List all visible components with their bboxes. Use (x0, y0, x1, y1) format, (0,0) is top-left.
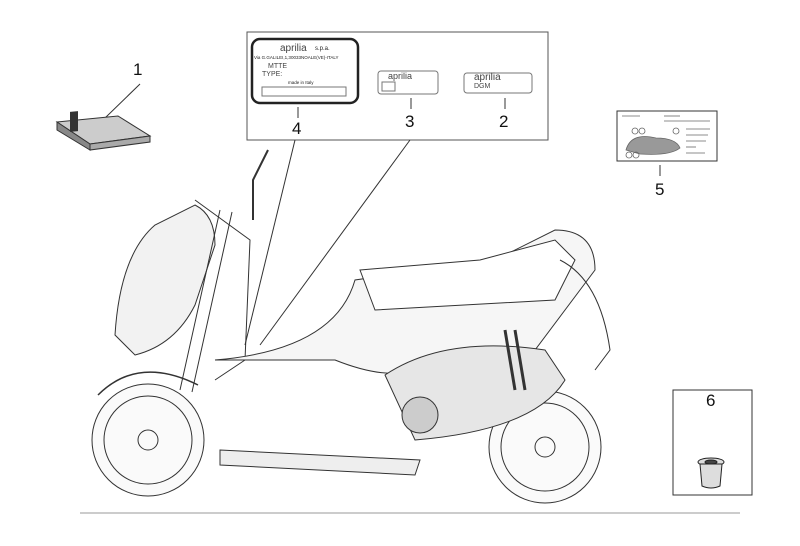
label-4-field (261, 86, 347, 97)
labels-panel (246, 31, 549, 141)
label4-line1: MTTE (268, 63, 288, 70)
callout-1: 1 (133, 60, 143, 79)
callout-5: 5 (655, 180, 665, 199)
label4-suffix: s.p.a. (315, 46, 330, 52)
label4-made: made in Italy (288, 80, 314, 85)
label-3-plate (377, 70, 439, 95)
label2-brand: aprilia (474, 72, 501, 83)
callout-2: 2 (499, 112, 509, 131)
label4-address: Via G.GALILEI,1,30033NOALE(VE)-ITALY (254, 55, 339, 60)
owner-manual-drawing (55, 111, 152, 151)
callout-4: 4 (292, 119, 302, 138)
scooter-drawing (80, 149, 740, 514)
callout-6: 6 (706, 391, 716, 410)
label4-brand: aprilia (280, 43, 307, 54)
label-2-plate (463, 72, 533, 94)
label4-line2: TYPE: (262, 71, 283, 78)
callout-3: 3 (405, 112, 415, 131)
grommet-drawing (697, 457, 725, 489)
label3-brand: aprilia (388, 71, 413, 81)
label2-code: DGM (474, 83, 491, 90)
